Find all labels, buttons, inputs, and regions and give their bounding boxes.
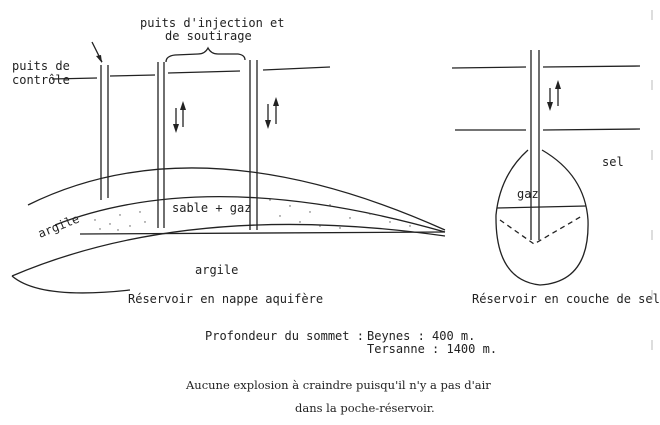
flow-arrows-well-2 <box>265 97 279 129</box>
salt-caption: Réservoir en couche de sel <box>472 292 660 306</box>
ground-surface-line <box>542 65 641 68</box>
cavern-well <box>530 50 540 240</box>
salt-cavern <box>495 149 589 286</box>
ground-surface-line <box>51 77 98 80</box>
note-line-1: Aucune explosion à craindre puisqu'il n'… <box>185 378 491 392</box>
salt-top-line <box>542 128 641 131</box>
sand-dots <box>94 199 411 231</box>
brine-cone <box>499 215 583 245</box>
depth-tersanne: Tersanne : 1400 m. <box>367 342 497 356</box>
gas-water-contact <box>79 231 446 235</box>
clay-lower-label: argile <box>195 263 238 277</box>
flow-arrows-cavern <box>547 80 561 111</box>
depth-prefix: Profondeur du sommet : <box>205 329 364 343</box>
depth-beynes: Beynes : 400 m. <box>367 329 475 343</box>
sand-top-boundary <box>54 196 446 233</box>
salt-label: sel <box>602 155 624 169</box>
arrow-head <box>96 55 102 63</box>
salt-cavern-diagram: gaz sel Réservoir en couche de sel <box>451 50 660 306</box>
ground-surface-line <box>451 66 527 69</box>
control-well <box>100 65 109 200</box>
injection-well-1 <box>157 62 165 228</box>
injection-wells-label-1: puits d'injection et <box>140 16 285 30</box>
brace <box>165 46 246 63</box>
ground-surface-line <box>109 74 156 77</box>
aquifer-caption: Réservoir en nappe aquifère <box>128 292 323 306</box>
gas-label: gaz <box>517 187 539 201</box>
control-well-label-2: contrôle <box>12 73 70 87</box>
injection-well-2 <box>249 60 258 230</box>
sand-gas-label: sable + gaz <box>172 201 251 215</box>
injection-wells-label-2: de soutirage <box>165 29 252 43</box>
control-well-label-1: puits de <box>12 59 70 73</box>
aquifer-reservoir-diagram: puits de contrôle puits d'injection et d… <box>11 16 446 306</box>
clay-bottom-boundary <box>11 223 446 277</box>
aquifer-base <box>11 275 131 294</box>
clay-upper-label: argile <box>36 212 81 241</box>
flow-arrows-well-1 <box>173 101 186 133</box>
gas-brine-interface <box>496 205 587 209</box>
note-line-2: dans la poche-réservoir. <box>295 401 435 415</box>
clay-top-boundary <box>27 167 446 231</box>
ground-surface-line <box>262 66 331 71</box>
ground-surface-line <box>167 70 241 74</box>
